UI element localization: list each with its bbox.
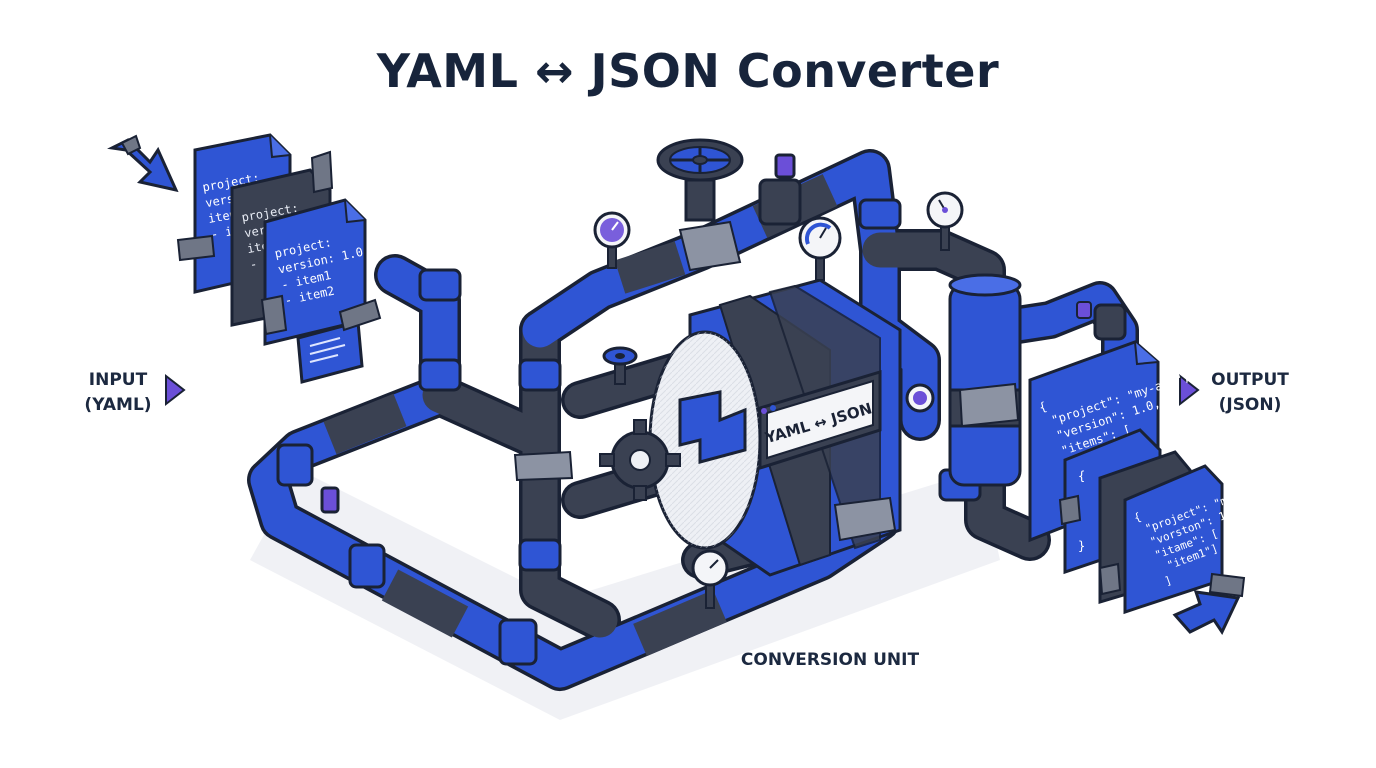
json-front-line-5: ] (1163, 574, 1174, 588)
output-label-line2: (JSON) (1218, 395, 1282, 415)
json-mid-line-0: { (1078, 469, 1085, 483)
filter-canister (948, 273, 1022, 487)
output-label-line1: OUTPUT (1211, 370, 1289, 390)
output-label: OUTPUT (JSON) (1200, 368, 1300, 418)
arrow-in-icon (107, 134, 179, 193)
tape-wrap (513, 220, 1020, 542)
diagram-title: YAML ↔ JSON Converter (376, 44, 1000, 98)
convert-arrow-shape (678, 390, 747, 464)
triangle-pointer-icon (1179, 373, 1200, 407)
input-label-line2: (YAML) (84, 395, 152, 415)
gear-icon (599, 419, 681, 501)
pipe-dark-segments (323, 174, 838, 657)
pipe-couplings (276, 178, 1127, 666)
conversion-drum: YAML ↔ JSON (599, 278, 902, 577)
tape-scrap (176, 150, 382, 336)
json-mid-line-1: } (1078, 539, 1085, 553)
triangle-pointer-icon (165, 373, 186, 407)
input-label: INPUT (YAML) (72, 368, 164, 418)
knob-icon (602, 346, 638, 385)
tape-scrap (1058, 494, 1246, 598)
input-label-line1: INPUT (88, 370, 148, 390)
valve-wheel-icon (656, 138, 744, 222)
arrow-out-icon (1172, 590, 1241, 636)
valve-cap-icon (320, 153, 1092, 514)
yaml-document-front: project: version: 1.0 - item1 - item2 (263, 198, 367, 346)
pipe-exit (969, 284, 1136, 386)
pressure-gauge-icon (593, 191, 964, 609)
json-back-line-0: { (1037, 399, 1048, 415)
yaml-document-small (296, 320, 364, 384)
pipe-inner (422, 312, 618, 638)
conversion-unit-label: CONVERSION UNIT (740, 650, 920, 670)
pipe-loop-left (250, 257, 898, 688)
json-front-line-0: { (1132, 510, 1143, 524)
display-panel: YAML ↔ JSON (758, 369, 882, 471)
